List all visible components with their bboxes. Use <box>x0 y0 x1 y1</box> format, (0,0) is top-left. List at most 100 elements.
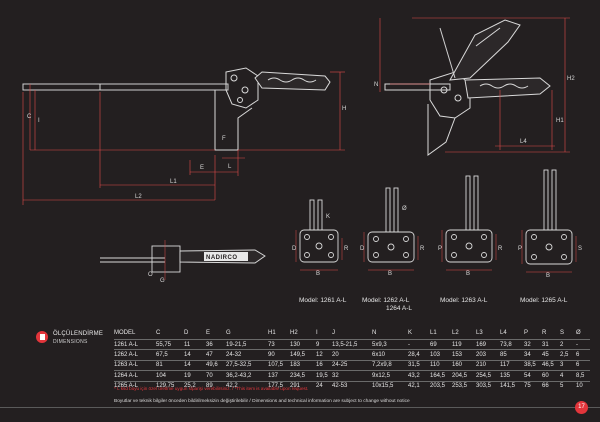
table-cell: 253,5 <box>452 380 476 391</box>
table-cell: 31 <box>542 338 560 350</box>
table-cell: 141,5 <box>500 380 524 391</box>
table-cell: 31,5 <box>408 359 430 371</box>
table-cell: 32 <box>332 370 372 382</box>
table-cell: 10 <box>576 380 590 391</box>
table-cell: 14 <box>184 359 206 371</box>
dimension-label: O <box>148 272 153 278</box>
table-cell: 203,5 <box>430 380 452 391</box>
table-header-i: I <box>316 330 318 336</box>
table-cell: 2 <box>560 338 576 350</box>
table-header-l4: L4 <box>500 330 507 336</box>
dimension-label: P <box>518 246 522 252</box>
table-cell: 177,5 <box>268 380 290 391</box>
table-cell: 3 <box>560 359 576 371</box>
table-cell: 303,5 <box>476 380 500 391</box>
dimension-label: D <box>360 246 365 252</box>
table-cell: 12 <box>316 349 332 361</box>
dimension-label: G <box>160 278 165 284</box>
dimension-label: H2 <box>567 76 575 82</box>
table-header-j: J <box>332 330 335 336</box>
table-cell: 1262 A-L <box>114 349 156 361</box>
table-cell: 6 <box>576 359 590 371</box>
table-cell: 24 <box>316 380 332 391</box>
top-view-drawing <box>100 240 266 280</box>
table-cell: 5x9,3 <box>372 338 408 350</box>
table-cell: 104 <box>156 370 184 382</box>
dimension-label: L <box>228 164 232 170</box>
table-cell: 42-53 <box>332 380 372 391</box>
table-header-p: P <box>524 330 529 336</box>
table-header-h1: H1 <box>268 330 276 336</box>
model-label-1261: Model: 1261 A-L <box>299 297 347 304</box>
table-cell: 160 <box>452 359 476 371</box>
table-cell: 55,75 <box>156 338 184 350</box>
dimension-label: L4 <box>520 139 527 145</box>
table-cell: 45 <box>542 349 560 361</box>
table-cell: 38,5 <box>524 359 542 371</box>
base-view-1261 <box>295 199 343 271</box>
table-cell: 1261 A-L <box>114 338 156 350</box>
table-header-n: N <box>372 330 377 336</box>
availability-note: * L ksd boyu için özel üretime uygun sip… <box>114 386 309 391</box>
dimension-label: B <box>316 271 320 277</box>
table-header-l2: L2 <box>452 330 459 336</box>
table-cell: 11 <box>184 338 206 350</box>
table-header-l3: L3 <box>476 330 483 336</box>
table-header-model: MODEL <box>114 330 136 336</box>
dimension-label: L2 <box>135 194 142 200</box>
table-cell: 66 <box>542 380 560 391</box>
table-cell: 73,8 <box>500 338 524 350</box>
table-cell: 9 <box>316 338 332 350</box>
table-cell: 137 <box>268 370 290 382</box>
table-cell: 8,5 <box>576 370 590 382</box>
table-cell: 60 <box>542 370 560 382</box>
table-cell: 46,5 <box>542 359 560 371</box>
table-cell: 9x12,5 <box>372 370 408 382</box>
table-header-s: S <box>560 330 565 336</box>
table-cell: 85 <box>500 349 524 361</box>
table-cell: 6x10 <box>372 349 408 361</box>
section-subtitle: DIMENSIONS <box>53 339 88 345</box>
table-header-r: R <box>542 330 547 336</box>
table-cell: 89 <box>206 380 226 391</box>
table-cell: 103 <box>430 349 452 361</box>
table-header-c: C <box>156 330 161 336</box>
section-title: ÖLÇÜLENDİRME <box>53 331 104 337</box>
table-cell: 34 <box>524 349 542 361</box>
dimension-label: R <box>498 246 503 252</box>
table-header-h2: H2 <box>290 330 298 336</box>
dimension-label: P <box>438 246 442 252</box>
table-header-e: E <box>206 330 211 336</box>
table-cell: 135 <box>500 370 524 382</box>
dimension-label: N <box>374 82 378 88</box>
table-cell: 254,5 <box>476 370 500 382</box>
dimension-label: H1 <box>556 118 564 124</box>
table-cell: 1263 A-L <box>114 359 156 371</box>
dimension-label: B <box>388 271 392 277</box>
table-cell: 129,75 <box>156 380 184 391</box>
table-cell: 5 <box>560 380 576 391</box>
side-view-drawing <box>22 67 331 151</box>
side-view-dim-labels: C H I F L E L1 L2 <box>27 106 346 200</box>
table-cell: 291 <box>290 380 316 391</box>
dimensions-icon <box>36 331 48 343</box>
table-cell: 24-32 <box>226 349 268 361</box>
dimension-label: K <box>326 214 330 220</box>
model-label-1264: 1264 A-L <box>386 305 413 312</box>
table-cell: 169 <box>476 338 500 350</box>
table-cell: 67,5 <box>156 349 184 361</box>
table-cell: 42,2 <box>226 380 268 391</box>
table-cell: 7,2x9,8 <box>372 359 408 371</box>
table-cell: 183 <box>290 359 316 371</box>
dimension-label: S <box>578 246 582 252</box>
table-cell: 130 <box>290 338 316 350</box>
table-cell: 107,5 <box>268 359 290 371</box>
dimension-label: E <box>200 165 204 171</box>
base-view-1262 <box>363 187 419 271</box>
table-cell: 73 <box>268 338 290 350</box>
